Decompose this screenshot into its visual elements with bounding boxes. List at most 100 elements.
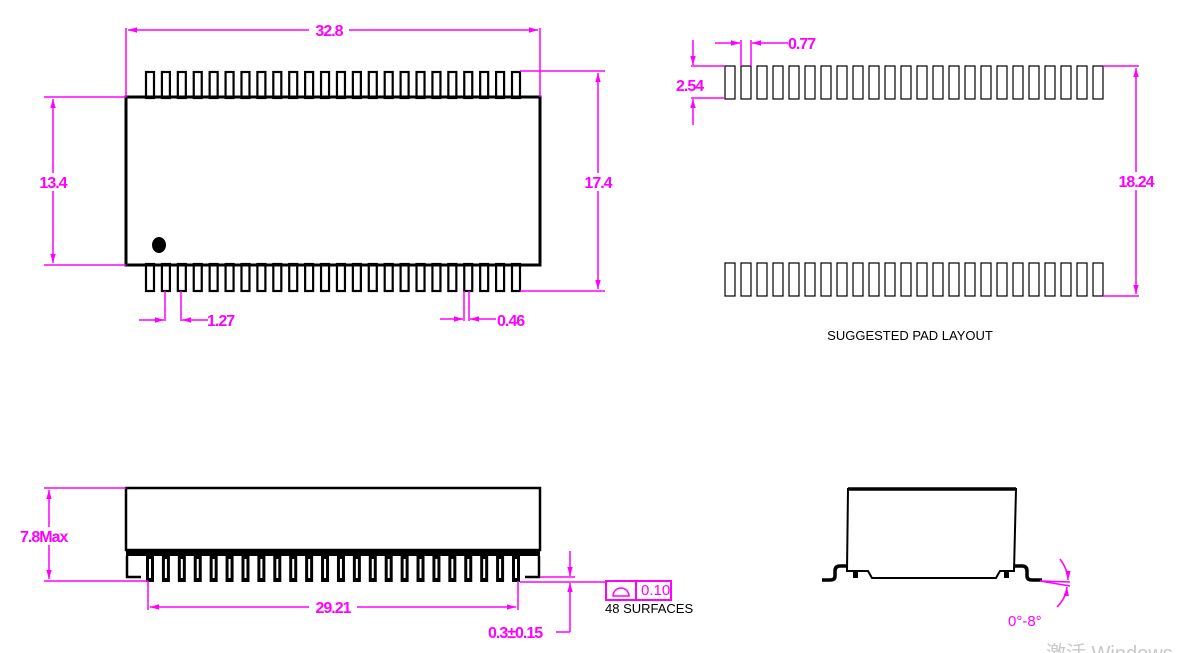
pad [980,262,992,297]
pin [160,262,172,293]
lead-highlight [499,559,502,578]
pad [1092,262,1104,297]
pin [415,262,426,293]
dim-length-label: 32.8 [315,23,343,40]
pin [272,262,283,293]
pad [1028,262,1040,297]
pad [884,262,896,297]
pad [756,262,768,297]
pad [932,262,944,297]
dim-angle-label: 0°-8° [1008,613,1042,630]
pad [948,65,960,100]
pin [510,70,522,100]
pad [724,65,736,100]
dim-overall-width-label: 17.4 [584,175,612,192]
dim-pad-span-label: 18.24 [1118,174,1154,191]
coplanarity-note: 48 SURFACES [605,601,693,616]
pad [820,262,832,297]
pad [852,262,864,297]
pin [256,262,267,293]
pin [335,70,347,100]
pad [1076,65,1088,100]
pin [494,70,506,100]
lead-highlight [292,559,295,578]
pin [399,262,410,293]
lead-highlight [260,559,263,578]
pad [1012,65,1024,100]
pin [304,70,315,100]
dim-body-width-label: 13.4 [39,175,67,192]
pad [724,262,736,297]
pin [367,70,378,100]
pin [351,262,362,293]
pad [916,262,928,297]
lead-highlight [212,559,215,578]
pin [415,70,426,100]
pad [772,262,784,297]
lead-highlight [515,559,517,578]
pin [208,70,219,100]
lead-highlight [308,559,311,578]
dim-height-label: 7.8Max [20,529,68,546]
pad [1092,65,1104,100]
pad [916,65,928,100]
lead-highlight [228,559,231,578]
profile-surface-icon [612,587,630,597]
pin [510,262,522,293]
lead-highlight [276,559,279,578]
pad [1076,262,1088,297]
gull-wing-lead-left [822,564,847,582]
pad [1044,65,1056,100]
side-view: 7.8Max 29.21 0.3±0.15 0.10 48 SURFACES [18,486,693,642]
pin [494,262,506,293]
dim-lead-span-label: 29.21 [315,600,351,617]
pad [820,65,832,100]
lead-highlight [180,559,183,578]
lead-highlight [419,559,422,578]
pin [319,70,331,100]
pad [1060,65,1072,100]
pad [1060,262,1072,297]
pad [740,65,752,100]
pad [868,262,880,297]
pads-row-top [724,65,1104,100]
top-view: 32.8 13.4 17.4 1.27 0.46 [34,21,617,330]
lead-highlight [244,559,247,578]
pin [383,70,394,100]
lead-highlight [149,559,151,578]
top-pins-row-top [144,70,522,100]
pad [772,65,784,100]
pin [288,70,299,100]
pin [463,70,474,100]
watermark-text: 激活 Windows [1046,642,1173,653]
pin [208,262,219,293]
dim-pitch-label: 1.27 [207,313,235,330]
pin [447,262,458,293]
pin [160,70,172,100]
dim-pad-width-label: 0.77 [788,36,816,53]
gull-wing-lead-right [1015,564,1042,582]
pad [980,65,992,100]
pin [144,262,156,293]
dim-pad-length-label: 2.54 [676,78,704,95]
lead-highlight [467,559,470,578]
pin [351,70,362,100]
pin [176,70,187,100]
coplanarity-value: 0.10 [641,582,670,599]
top-pins-row-bottom [144,262,522,293]
pin [192,70,203,100]
pin [256,70,267,100]
pad [964,262,976,297]
lead-highlight [435,559,438,578]
pin [240,262,251,293]
pad [852,65,864,100]
pin [479,70,490,100]
pad [868,65,880,100]
pin [431,70,442,100]
pin [319,262,331,293]
pad [756,65,768,100]
pad [1044,262,1056,297]
pad [836,262,848,297]
pad [948,262,960,297]
lead-highlight [196,559,199,578]
